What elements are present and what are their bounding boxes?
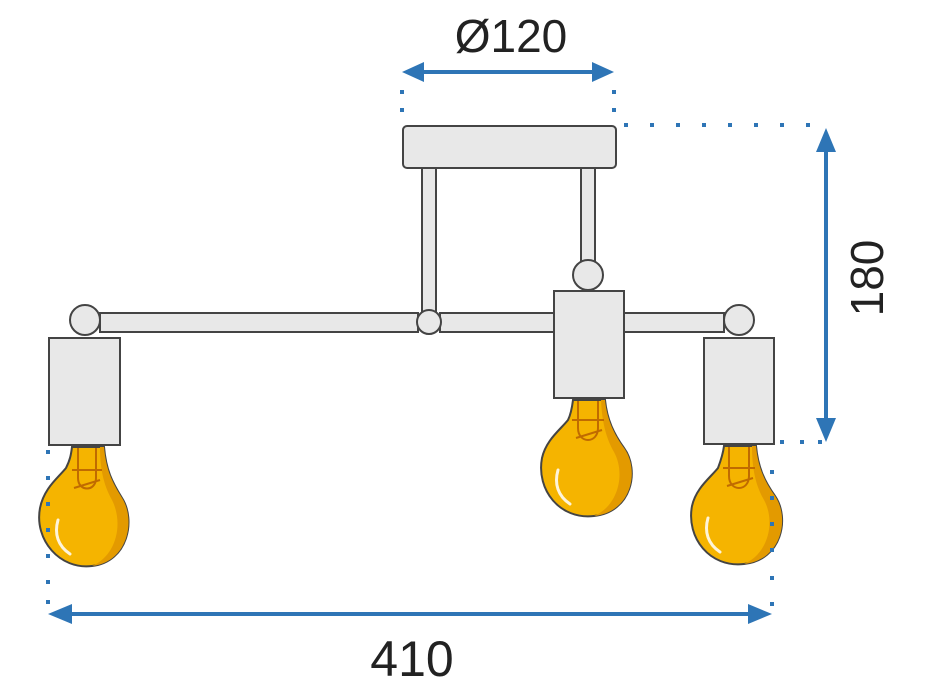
bulb-left [38, 446, 130, 568]
bulb-middle [540, 399, 633, 518]
width-arrowhead-right [748, 604, 772, 624]
socket-right [703, 337, 775, 445]
width-dimension: 410 [46, 450, 774, 686]
height-bottom-extension-dots [780, 440, 822, 444]
canopy-diameter-label: Ø120 [455, 10, 568, 62]
width-right-extension-dots [770, 470, 774, 606]
support-rod-left [421, 167, 437, 314]
joint-knob-middle [572, 259, 604, 291]
canopy-diameter-arrowhead-left [402, 62, 424, 82]
height-arrowhead-top [816, 128, 836, 152]
height-label: 180 [841, 240, 893, 317]
socket-middle [553, 290, 625, 399]
width-arrowhead-left [48, 604, 72, 624]
joint-knob-right [723, 304, 755, 336]
canopy-diameter-arrowhead-right [592, 62, 614, 82]
ceiling-canopy [402, 125, 617, 169]
support-rod-right [580, 167, 596, 269]
bulb-right [690, 445, 783, 566]
joint-knob-left [69, 304, 101, 336]
height-top-extension-dots [624, 123, 810, 127]
canopy-right-extension-dots [612, 90, 616, 112]
height-dimension: 180 [624, 123, 893, 444]
canopy-diameter-dimension: Ø120 [400, 10, 616, 112]
joint-knob-center [416, 309, 442, 335]
canopy-left-extension-dots [400, 90, 404, 112]
width-left-extension-dots [46, 450, 50, 604]
arm-middle-segment [439, 312, 556, 333]
height-arrowhead-bottom [816, 418, 836, 442]
arm-left-segment [99, 312, 419, 333]
socket-left [48, 337, 121, 446]
width-label: 410 [370, 631, 453, 686]
arm-right-segment [623, 312, 725, 333]
lamp-fixture [38, 125, 783, 568]
